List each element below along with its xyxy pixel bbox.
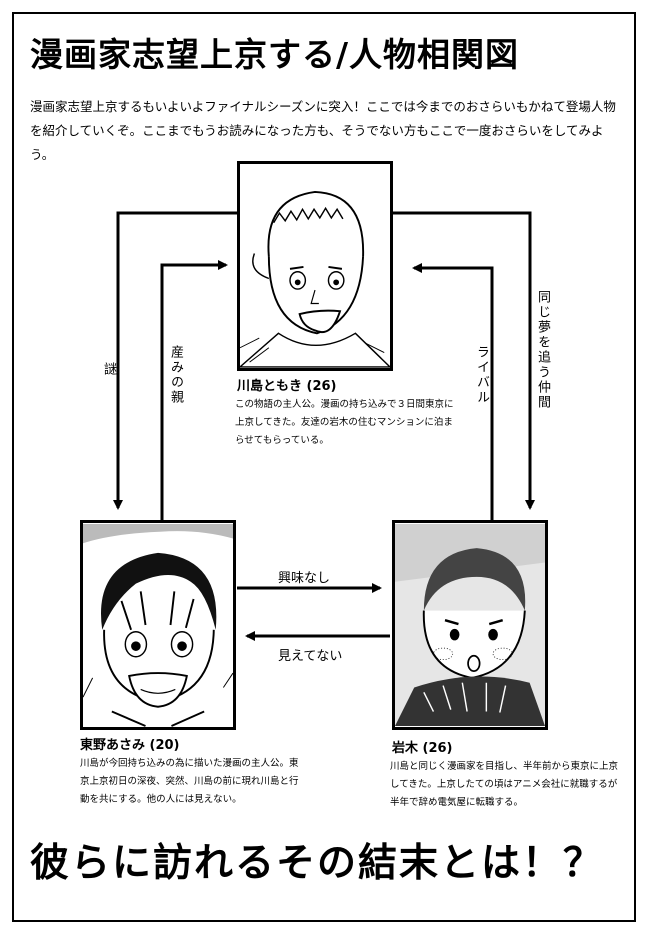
intro-text: 漫画家志望上京するもいよいよファイナルシーズンに突入！ここでは今までのおさらいも… [30,99,616,162]
label-mietenai: 見えてない [278,649,343,664]
kawashima-illustration [240,165,390,368]
arrow-rival [412,263,494,520]
portrait-higashino [80,520,236,730]
name-kawashima: 川島ともき (26) [237,379,337,394]
name-iwaki: 岩木 (26) [392,741,453,756]
higashino-illustration [83,524,233,727]
desc-kawashima: この物語の主人公。漫画の持ち込みで３日間東京に上京してきた。友達の岩木の住むマン… [235,399,454,446]
label-nazo: 謎 [101,362,116,377]
portrait-iwaki [392,520,548,730]
desc-higashino: 川島が今回持ち込みの為に描いた漫画の主人公。東京上京初日の深夜、突然、川島の前に… [80,758,299,805]
portrait-kawashima [237,161,393,371]
ending-caption: 彼らに訪れるその結末とは！？ [30,840,605,886]
label-onaji-yume: 同じ夢を追う仲間 [535,290,550,410]
arrow-umi-no-oya [160,260,228,520]
name-higashino: 東野あさみ (20) [80,738,180,753]
desc-iwaki: 川島と同じく漫画家を目指し、半年前から東京に上京してきた。上京したての頃はアニメ… [390,761,619,808]
page-title: 漫画家志望上京する/人物相関図 [30,35,520,74]
label-umi-no-oya: 産みの親 [168,345,183,405]
label-kyoumi-nashi: 興味なし [278,571,331,586]
page-frame [12,12,636,922]
iwaki-illustration [395,524,545,726]
arrow-onaji-yume [393,211,535,510]
arrow-nazo [113,211,237,510]
label-rival: ライバル [474,345,489,405]
